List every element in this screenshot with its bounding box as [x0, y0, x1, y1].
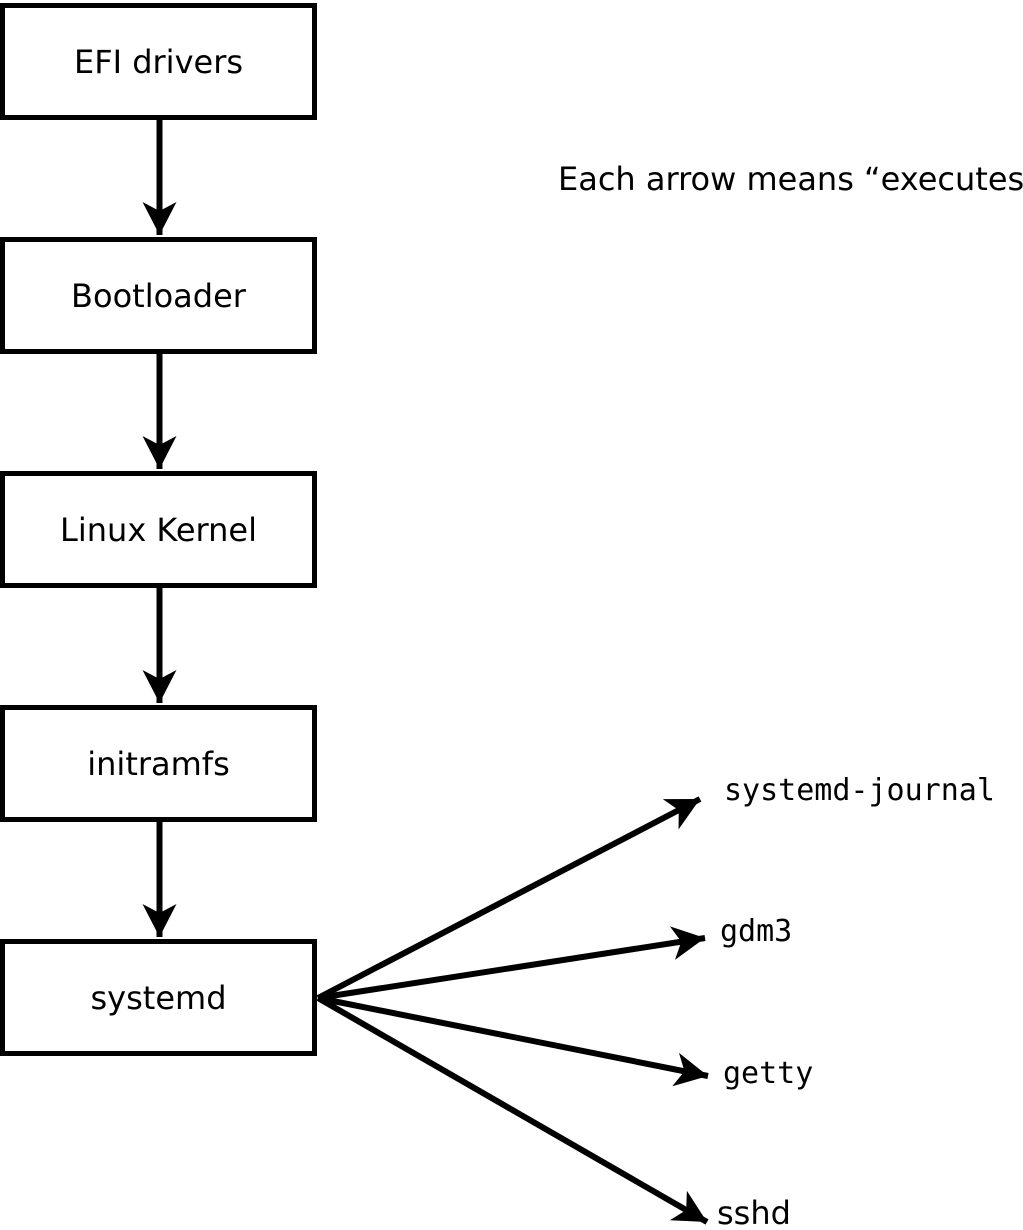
node-bootloader: Bootloader — [0, 237, 317, 354]
node-systemd-label: systemd — [90, 978, 227, 1017]
node-efi-drivers-label: EFI drivers — [73, 42, 244, 81]
node-initramfs-label: initramfs — [87, 744, 230, 783]
node-systemd-journal-label: systemd-journal — [724, 773, 995, 808]
arrow-systemd-to-sshd — [316, 995, 709, 1225]
arrow-systemd-to-getty — [317, 995, 709, 1087]
node-systemd: systemd — [0, 939, 317, 1056]
node-efi-drivers: EFI drivers — [0, 3, 317, 120]
arrow-systemd-to-gdm3 — [317, 926, 706, 1001]
arrow-systemd-to-systemd-journal — [316, 796, 702, 1001]
node-sshd-label: sshd — [717, 1194, 791, 1230]
node-gdm3-label: gdm3 — [720, 914, 793, 949]
node-getty-label: getty — [723, 1056, 814, 1091]
legend-caption: Each arrow means “executes”. — [558, 160, 1023, 198]
node-initramfs: initramfs — [0, 705, 317, 822]
node-linux-kernel: Linux Kernel — [0, 471, 317, 588]
node-linux-kernel-label: Linux Kernel — [60, 510, 257, 549]
node-bootloader-label: Bootloader — [71, 276, 246, 315]
